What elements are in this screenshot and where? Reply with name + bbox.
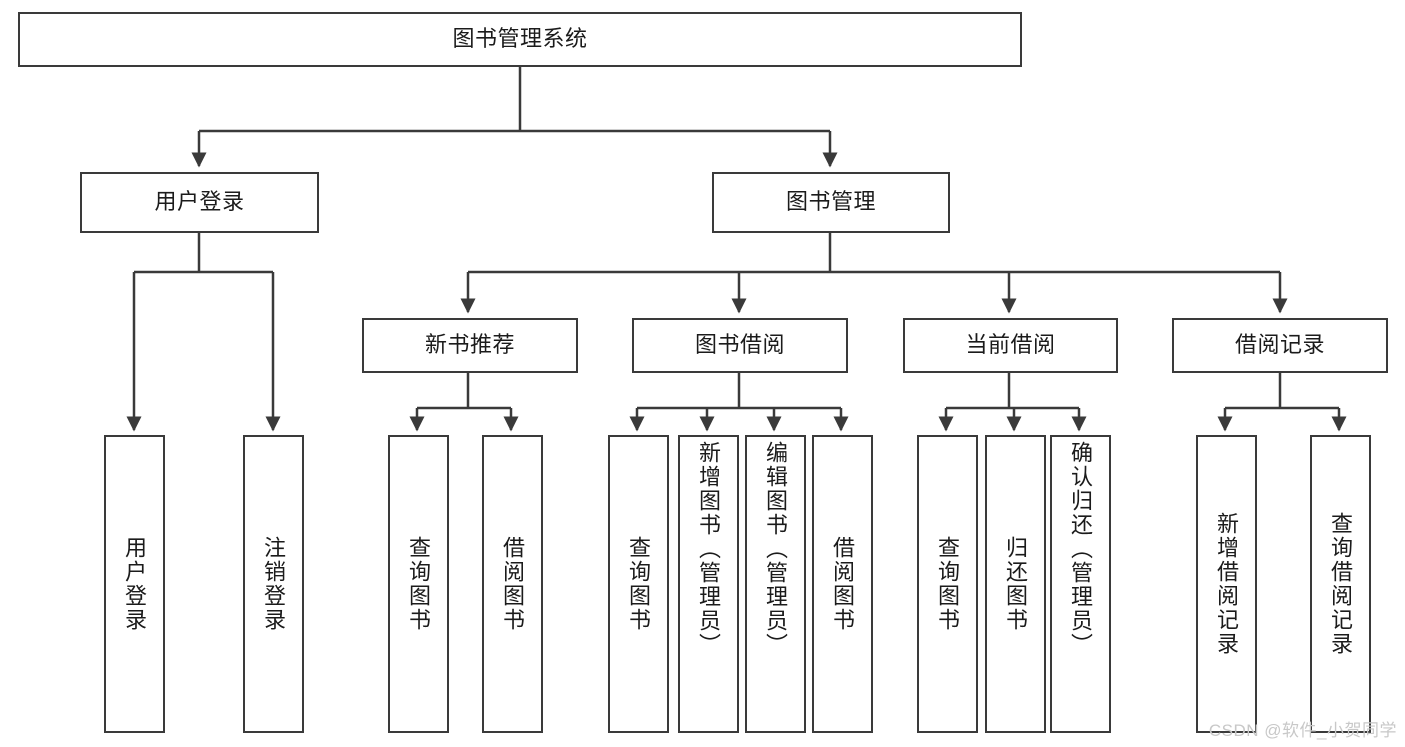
node-leaf-add-record-label: 新增借阅记录 [1214, 512, 1240, 656]
node-leaf-query-book-3[interactable]: 查询图书 [917, 435, 978, 733]
node-root-label: 图书管理系统 [452, 26, 588, 52]
node-leaf-borrow-book-2[interactable]: 借阅图书 [812, 435, 873, 733]
node-leaf-add-book[interactable]: 新增图书（管理员） [678, 435, 739, 733]
node-leaf-add-record[interactable]: 新增借阅记录 [1196, 435, 1257, 733]
node-leaf-borrow-book-1[interactable]: 借阅图书 [482, 435, 543, 733]
csdn-watermark: CSDN @软件_小贺同学 [1208, 721, 1397, 740]
node-current-borrow-label: 当前借阅 [965, 332, 1056, 358]
node-borrow-record-label: 借阅记录 [1234, 332, 1325, 358]
node-leaf-query-book-2[interactable]: 查询图书 [608, 435, 669, 733]
node-leaf-query-book-1[interactable]: 查询图书 [388, 435, 449, 733]
node-root[interactable]: 图书管理系统 [18, 12, 1022, 67]
node-leaf-edit-book[interactable]: 编辑图书（管理员） [745, 435, 806, 733]
node-leaf-user-login[interactable]: 用户登录 [104, 435, 165, 733]
node-leaf-query-book-1-label: 查询图书 [406, 536, 432, 632]
node-leaf-return-book[interactable]: 归还图书 [985, 435, 1046, 733]
node-leaf-logout-label: 注销登录 [261, 536, 287, 632]
node-book-manage[interactable]: 图书管理 [712, 172, 950, 233]
node-borrow-record[interactable]: 借阅记录 [1172, 318, 1388, 373]
node-leaf-query-record-label: 查询借阅记录 [1328, 512, 1354, 656]
node-leaf-add-book-label: 新增图书（管理员） [696, 441, 722, 657]
node-new-book-rec[interactable]: 新书推荐 [362, 318, 578, 373]
node-user-login[interactable]: 用户登录 [80, 172, 319, 233]
node-book-borrow[interactable]: 图书借阅 [632, 318, 848, 373]
node-book-manage-label: 图书管理 [785, 189, 876, 215]
node-leaf-borrow-book-1-label: 借阅图书 [500, 536, 526, 632]
node-leaf-confirm-return-label: 确认归还（管理员） [1068, 441, 1094, 657]
node-leaf-borrow-book-2-label: 借阅图书 [830, 536, 856, 632]
node-current-borrow[interactable]: 当前借阅 [903, 318, 1118, 373]
node-leaf-logout[interactable]: 注销登录 [243, 435, 304, 733]
node-leaf-query-record[interactable]: 查询借阅记录 [1310, 435, 1371, 733]
node-leaf-edit-book-label: 编辑图书（管理员） [763, 441, 789, 657]
node-new-book-rec-label: 新书推荐 [424, 332, 515, 358]
node-leaf-query-book-3-label: 查询图书 [935, 536, 961, 632]
node-leaf-return-book-label: 归还图书 [1003, 536, 1029, 632]
node-leaf-confirm-return[interactable]: 确认归还（管理员） [1050, 435, 1111, 733]
node-book-borrow-label: 图书借阅 [694, 332, 785, 358]
node-leaf-user-login-label: 用户登录 [122, 536, 148, 632]
node-user-login-label: 用户登录 [154, 189, 245, 215]
node-leaf-query-book-2-label: 查询图书 [626, 536, 652, 632]
